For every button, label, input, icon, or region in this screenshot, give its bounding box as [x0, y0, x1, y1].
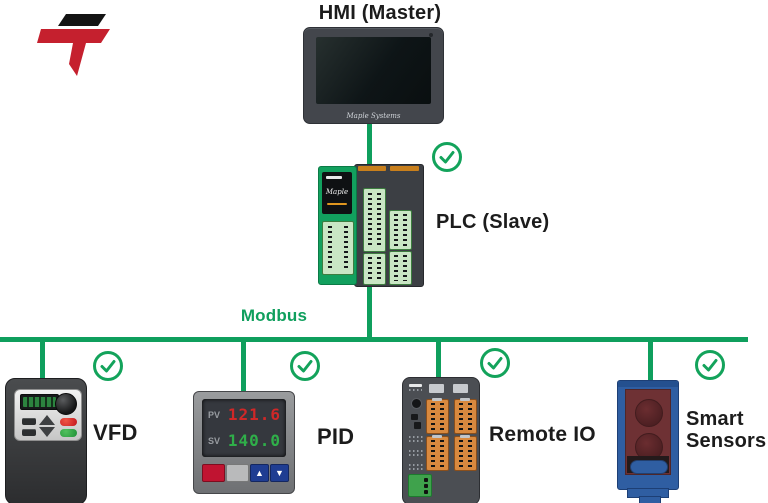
pid-pv-value: 121.6	[227, 405, 281, 424]
smart-sensor-device	[617, 380, 679, 503]
remote-io-terminal-block	[454, 398, 477, 434]
remote-io-port-cover	[453, 384, 468, 393]
pid-sv-tag: SV	[208, 436, 221, 446]
hmi-brand-text: Maple Systems	[346, 112, 401, 120]
check-icon-smart-sensors	[695, 350, 725, 380]
remote-io-port-cover	[429, 384, 444, 393]
check-icon-plc	[432, 142, 462, 172]
smart-sensor-housing	[617, 380, 679, 490]
pid-pv-tag: PV	[208, 410, 221, 420]
smart-sensor-mount-tab	[639, 496, 661, 503]
drop-pid	[241, 341, 246, 392]
modbus-bus-label: Modbus	[240, 306, 308, 325]
check-icon-remote-io	[480, 348, 510, 378]
smart-sensors-label-line1: Smart	[686, 408, 744, 430]
hmi-device: Maple Systems	[303, 27, 444, 124]
drop-remote-io	[436, 341, 441, 378]
hmi-title: HMI (Master)	[318, 2, 442, 24]
drop-smart-sensors	[648, 341, 653, 381]
vfd-device	[5, 378, 87, 503]
plc-io-module	[354, 164, 424, 287]
vfd-button	[22, 429, 36, 436]
smart-sensor-recess	[627, 456, 669, 474]
plc-top-connector	[358, 166, 386, 171]
smart-sensors-label-line2: Sensors	[686, 430, 767, 452]
remote-io-switch	[411, 414, 418, 420]
vfd-stop-button	[60, 418, 77, 426]
pid-red-button	[202, 464, 225, 482]
remote-io-print	[409, 389, 422, 391]
pid-display: PV 121.6 SV 140.0	[202, 399, 286, 457]
drop-vfd	[40, 341, 45, 379]
plc-terminal-block	[389, 210, 412, 250]
vfd-up-arrow-icon	[39, 415, 55, 425]
remote-io-button	[411, 398, 422, 409]
vfd-display	[20, 394, 59, 410]
vfd-run-button	[60, 429, 77, 437]
company-logo-icon	[37, 14, 110, 76]
check-icon-vfd	[93, 351, 123, 381]
vfd-keypad	[14, 389, 82, 441]
pid-gray-button	[226, 464, 249, 482]
link-plc-to-bus	[367, 284, 372, 339]
remote-io-switch	[414, 422, 421, 429]
plc-terminal-block	[322, 221, 354, 275]
pid-up-button: ▲	[250, 464, 269, 482]
pid-sv-value: 140.0	[227, 431, 281, 450]
remote-io-power-connector	[408, 474, 432, 497]
plc-faceplate: Maple	[322, 172, 352, 214]
plc-terminal-block	[389, 251, 412, 285]
remote-io-terminal-block	[454, 435, 477, 471]
hmi-led-icon	[429, 33, 433, 37]
remote-io-terminal-block	[426, 398, 449, 434]
smart-sensor-face	[625, 389, 671, 475]
remote-io-device	[402, 377, 480, 503]
vfd-knob	[55, 393, 77, 415]
pid-down-button: ▼	[270, 464, 289, 482]
vfd-button	[22, 418, 36, 425]
remote-io-print	[409, 384, 422, 387]
pid-device: PV 121.6 SV 140.0 ▲ ▼	[193, 391, 295, 494]
plc-label: PLC (Slave)	[436, 211, 550, 233]
smart-sensor-lens-icon	[635, 399, 663, 427]
hmi-screen	[316, 37, 431, 104]
plc-terminal-block	[363, 253, 386, 285]
remote-io-terminal-block	[426, 435, 449, 471]
link-hmi-to-plc	[367, 121, 372, 166]
remote-io-label: Remote IO	[489, 423, 596, 446]
pid-label: PID	[317, 424, 355, 449]
smart-sensors-label: Smart Sensors	[686, 408, 766, 452]
plc-terminal-block	[363, 188, 386, 252]
plc-device: Maple	[318, 164, 424, 287]
plc-cpu-module: Maple	[318, 166, 357, 285]
modbus-bus-line	[0, 337, 748, 342]
plc-brand-text: Maple	[325, 188, 349, 196]
vfd-down-arrow-icon	[39, 427, 55, 437]
plc-top-connector	[390, 166, 419, 171]
vfd-label: VFD	[93, 420, 138, 445]
check-icon-pid	[290, 351, 320, 381]
